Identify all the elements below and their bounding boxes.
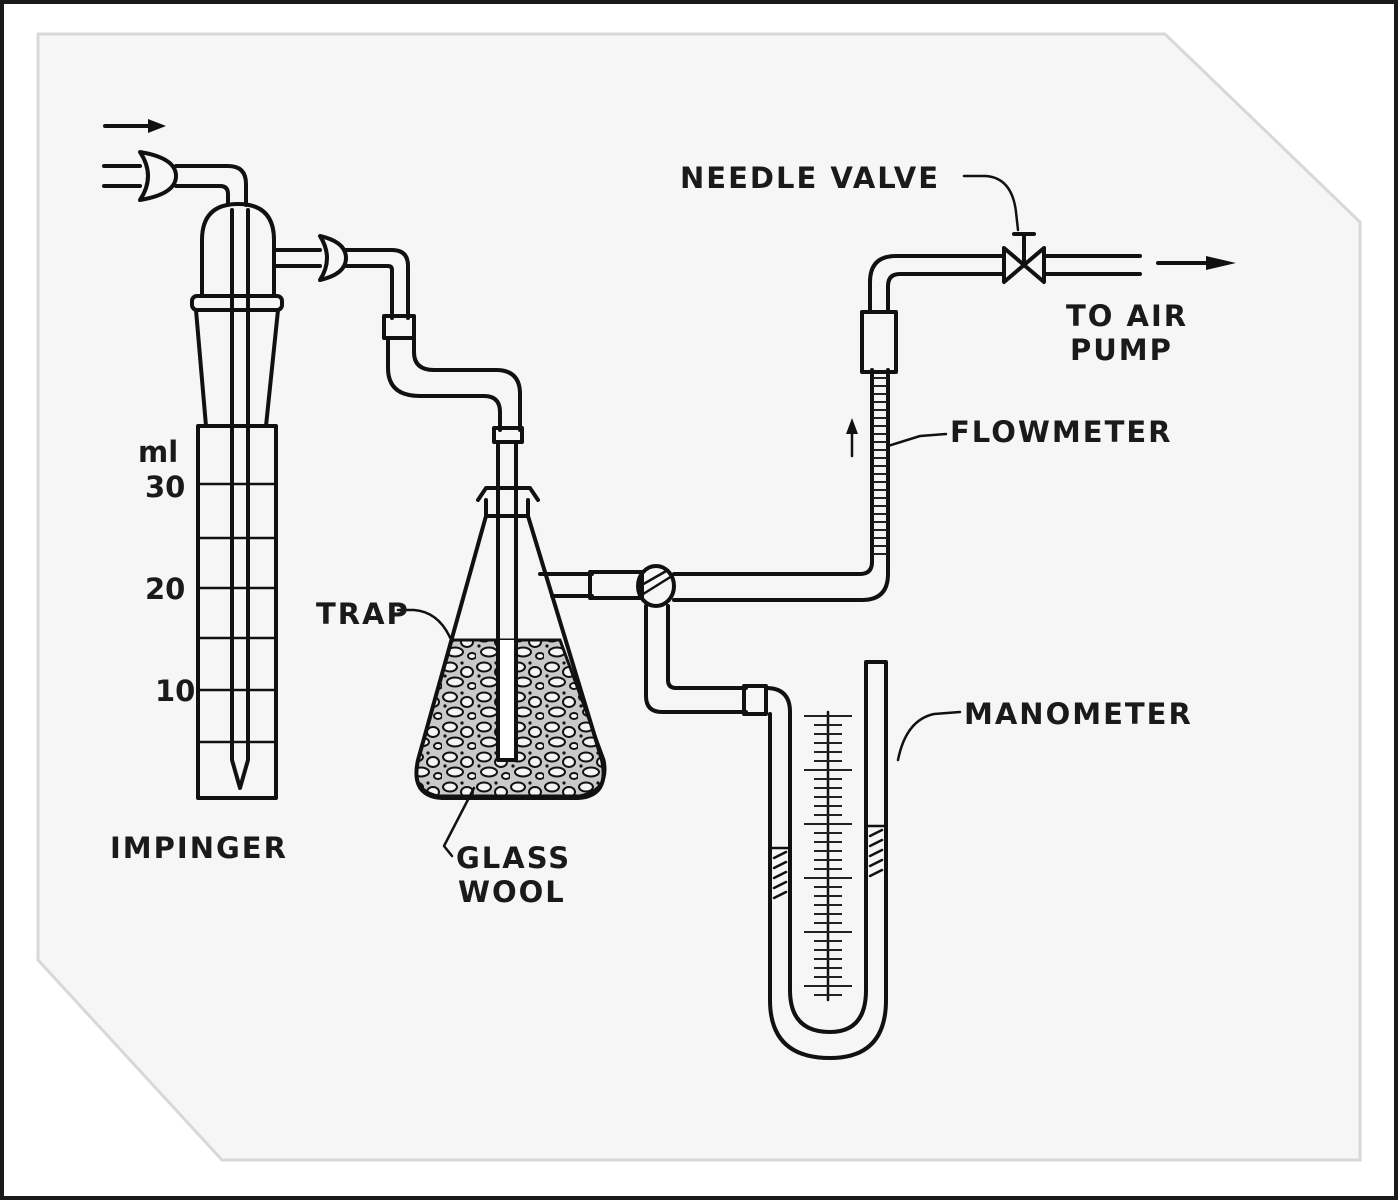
- to-air-pump-label-line2: PUMP: [1070, 333, 1173, 367]
- trap-flask: [414, 486, 644, 800]
- inlet-arrow: [103, 119, 166, 133]
- manometer-fluid: [770, 824, 886, 900]
- inlet-tube: [102, 150, 248, 207]
- scale-tick-20: 20: [145, 572, 185, 606]
- bevel-panel: [36, 32, 1362, 1162]
- trap-label: TRAP: [316, 597, 410, 631]
- trap-leader: [396, 608, 454, 644]
- scale-tick-30: 30: [145, 470, 185, 504]
- manometer-leader: [896, 710, 962, 762]
- to-air-pump-label-line1: TO AIR: [1066, 299, 1188, 333]
- impinger: [190, 202, 322, 800]
- scale-tick-10: 10: [155, 674, 195, 708]
- manometer-label: MANOMETER: [964, 697, 1193, 731]
- glass-wool-label-line1: GLASS: [456, 841, 571, 875]
- impinger-scale: ml 30 20 10: [138, 435, 195, 708]
- flowmeter-leader: [886, 432, 948, 448]
- needle-valve-label: NEEDLE VALVE: [680, 161, 940, 195]
- flowmeter: [846, 254, 1004, 564]
- manometer: [764, 660, 888, 1060]
- impinger-label: IMPINGER: [110, 831, 288, 865]
- needle-valve-leader: [962, 174, 1020, 232]
- flowmeter-scale: [873, 377, 887, 555]
- manometer-scale: [804, 710, 852, 1002]
- glass-wool-label-line2: WOOL: [458, 875, 566, 909]
- glass-wool-leader: [442, 786, 476, 858]
- outlet-arrow: [1156, 256, 1236, 270]
- scale-unit-label: ml: [138, 435, 178, 469]
- needle-valve: [1002, 232, 1142, 284]
- stopcock-tee: [636, 560, 890, 716]
- flowmeter-label: FLOWMETER: [950, 415, 1173, 449]
